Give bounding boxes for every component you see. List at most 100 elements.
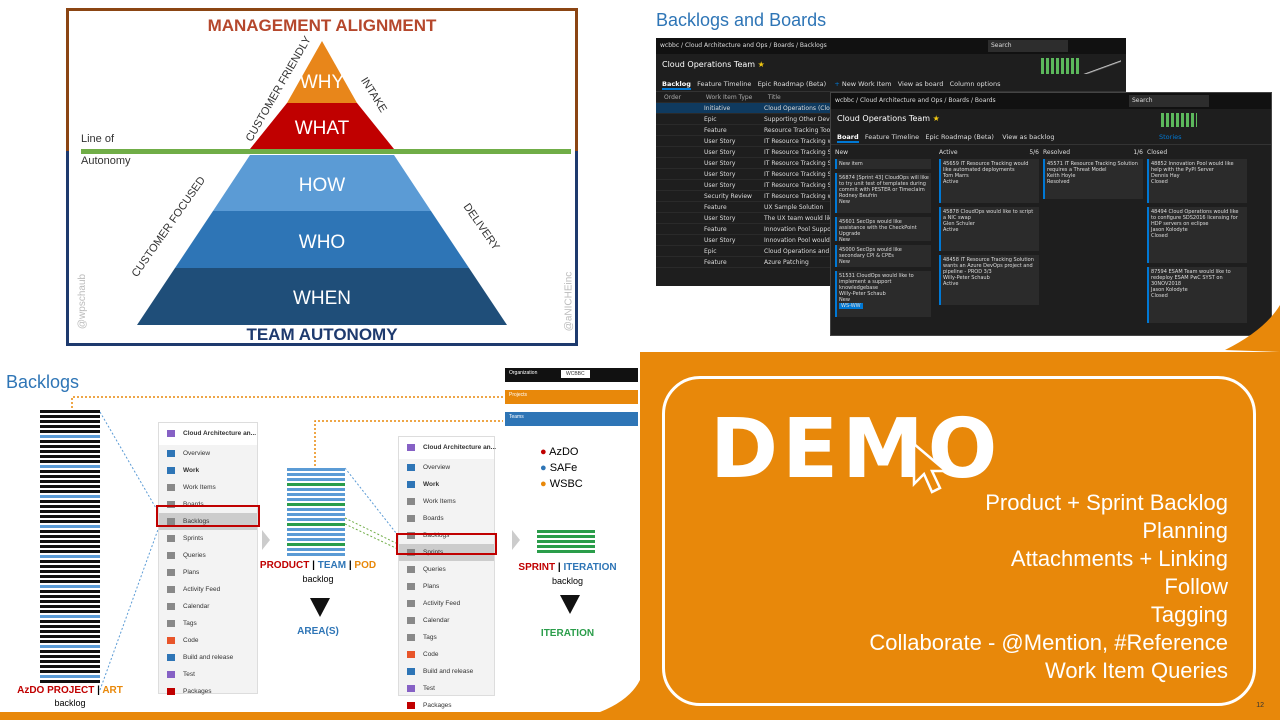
nav-item-queries[interactable]: Queries — [399, 561, 494, 578]
nav-item-label: Boards — [183, 501, 204, 508]
backlog-breadcrumb[interactable]: wcbbc / Cloud Architecture and Ops / Boa… — [660, 42, 827, 49]
work-item-card[interactable]: 51531 CloudOps would like to implement a… — [835, 271, 931, 317]
backlog-item-bar — [287, 513, 345, 516]
row-title[interactable]: Cloud Operations and Design — [764, 248, 852, 255]
nav-item-calendar[interactable]: Calendar — [159, 598, 257, 615]
backlog-item-bar — [40, 475, 100, 478]
nav-item-activity-feed[interactable]: Activity Feed — [159, 581, 257, 598]
row-title[interactable]: IT Resource Tracking Solutio — [764, 160, 849, 167]
nav-item-code[interactable]: Code — [399, 646, 494, 663]
board-favorite-star-icon[interactable]: ★ — [932, 114, 940, 123]
nav-item-packages[interactable]: Packages — [159, 683, 257, 700]
nav-item-calendar[interactable]: Calendar — [399, 612, 494, 629]
nav-project-title[interactable]: Cloud Architecture an... — [159, 423, 257, 445]
nav-item-sprints[interactable]: Sprints — [399, 544, 494, 561]
work-item-card[interactable]: 87594 ESAM Team would like to redeploy E… — [1147, 267, 1247, 323]
backlog-item-bar — [40, 565, 100, 568]
nav-item-overview[interactable]: Overview — [399, 459, 494, 476]
nav-item-label: Calendar — [423, 617, 450, 624]
nav-item-work-items[interactable]: Work Items — [399, 493, 494, 510]
board-search-box[interactable]: Search — [1129, 95, 1209, 107]
nav-item-tags[interactable]: Tags — [399, 629, 494, 646]
new-item-card[interactable]: New item — [835, 159, 931, 169]
tab-epic-roadmap[interactable]: Epic Roadmap (Beta) — [757, 80, 827, 88]
nav-item-queries[interactable]: Queries — [159, 547, 257, 564]
row-title[interactable]: Supporting Other DevOps Pods — [764, 116, 858, 123]
backlog-item-bar — [40, 645, 100, 648]
nav-item-tags[interactable]: Tags — [159, 615, 257, 632]
nav-item-work[interactable]: Work — [399, 476, 494, 493]
nav-item-plans[interactable]: Plans — [399, 578, 494, 595]
row-title[interactable]: The UX team would like a s — [764, 215, 846, 222]
row-title[interactable]: Cloud Operations (CloudOps) — [764, 105, 852, 112]
stories-selector[interactable]: Stories — [1159, 133, 1182, 141]
row-title[interactable]: Innovation Pool Support — [764, 226, 836, 233]
nav-item-boards[interactable]: Boards — [399, 510, 494, 527]
row-title[interactable]: UX Sample Solution — [764, 204, 824, 211]
nav-item-packages[interactable]: Packages — [399, 697, 494, 714]
nav-item-test[interactable]: Test — [159, 666, 257, 683]
row-title[interactable]: Resource Tracking Tool — [764, 127, 832, 134]
nav-item-build-and-release[interactable]: Build and release — [159, 649, 257, 666]
view-as-board-button[interactable]: View as board — [897, 80, 944, 88]
backlog-item-bar — [40, 445, 100, 448]
team-name[interactable]: Cloud Operations Team — [662, 60, 756, 69]
work-item-card[interactable]: 48852 Innovation Pool would like help wi… — [1147, 159, 1247, 203]
work-item-card[interactable]: 45659 IT Resource Tracking would like au… — [939, 159, 1039, 203]
backlog-item-bar — [40, 455, 100, 458]
tab-board[interactable]: Board — [837, 133, 859, 143]
nav2-project-title[interactable]: Cloud Architecture an... — [399, 437, 496, 459]
work-item-card[interactable]: 45000 SecOps would like secondary CPI & … — [835, 245, 931, 267]
card-tag[interactable]: WS-WW — [839, 303, 863, 309]
backlog-search-box[interactable]: Search — [988, 40, 1068, 52]
row-title[interactable]: IT Resource Tracking would — [764, 138, 846, 145]
nav-item-work-items[interactable]: Work Items — [159, 479, 257, 496]
row-title[interactable]: Azure Patching — [764, 259, 809, 266]
backlog-item-bar — [287, 478, 345, 481]
nav-item-sprints[interactable]: Sprints — [159, 530, 257, 547]
board-tab-feature-timeline[interactable]: Feature Timeline — [864, 133, 920, 141]
column-options-button[interactable]: Column options — [949, 80, 1001, 88]
tab-feature-timeline[interactable]: Feature Timeline — [697, 80, 752, 88]
work-item-card[interactable]: 48458 IT Resource Tracking Solution want… — [939, 255, 1039, 305]
col-type[interactable]: Work Item Type — [705, 94, 753, 101]
nav-item-boards[interactable]: Boards — [159, 496, 257, 513]
column-active-header[interactable]: Active 5/6 — [939, 149, 1039, 156]
column-closed-header[interactable]: Closed — [1147, 149, 1168, 156]
nav-item-code[interactable]: Code — [159, 632, 257, 649]
tab-backlog[interactable]: Backlog — [662, 80, 691, 90]
nav-item-plans[interactable]: Plans — [159, 564, 257, 581]
legend-wsbc: ● WSBC — [540, 478, 583, 490]
board-team-name[interactable]: Cloud Operations Team — [837, 114, 931, 123]
column-new-header[interactable]: New — [835, 149, 849, 156]
nav-item-activity-feed[interactable]: Activity Feed — [399, 595, 494, 612]
nav-item-test[interactable]: Test — [399, 680, 494, 697]
column-resolved-header[interactable]: Resolved 1/6 — [1043, 149, 1143, 156]
work-item-card[interactable]: 45571 IT Resource Tracking Solution requ… — [1043, 159, 1143, 199]
legend-wsbc-text: WSBC — [549, 478, 583, 490]
row-title[interactable]: IT Resource Tracking Solutio — [764, 171, 849, 178]
row-title[interactable]: IT Resource Tracking Solutio — [764, 149, 849, 156]
work-item-card[interactable]: 48494 Cloud Operations would like to con… — [1147, 207, 1247, 263]
col-title[interactable]: Title — [767, 94, 781, 101]
col-order[interactable]: Order — [664, 94, 682, 101]
work-item-card[interactable]: 45878 CloudOps would like to script a NI… — [939, 207, 1039, 251]
favorite-star-icon[interactable]: ★ — [757, 60, 765, 69]
backlog-item-bar — [287, 538, 345, 541]
board-breadcrumb[interactable]: wcbbc / Cloud Architecture and Ops / Boa… — [835, 97, 996, 104]
nav-item-overview[interactable]: Overview — [159, 445, 257, 462]
work-item-card[interactable]: 56874 [Sprint 43] CloudOps will like to … — [835, 173, 931, 213]
new-work-item-button[interactable]: New Work Item — [841, 80, 892, 88]
work-item-card[interactable]: 45601 SecOps would like assistance with … — [835, 217, 931, 241]
organization-value[interactable]: WCBBC — [561, 370, 590, 378]
row-title[interactable]: IT Resource Tracking Solutio — [764, 182, 849, 189]
nav-item-build-and-release[interactable]: Build and release — [399, 663, 494, 680]
board-tab-epic-roadmap[interactable]: Epic Roadmap (Beta) — [925, 133, 994, 141]
row-title[interactable]: Innovation Pool would like t — [764, 237, 847, 244]
backlog-connectors — [71, 396, 580, 691]
row-title[interactable]: IT Resource Tracking would — [764, 193, 846, 200]
view-as-backlog-button[interactable]: View as backlog — [1002, 133, 1055, 141]
nav-item-work[interactable]: Work — [159, 462, 257, 479]
nav-item-backlogs[interactable]: Backlogs — [399, 527, 494, 544]
new-work-item-icon[interactable]: + — [834, 80, 840, 88]
